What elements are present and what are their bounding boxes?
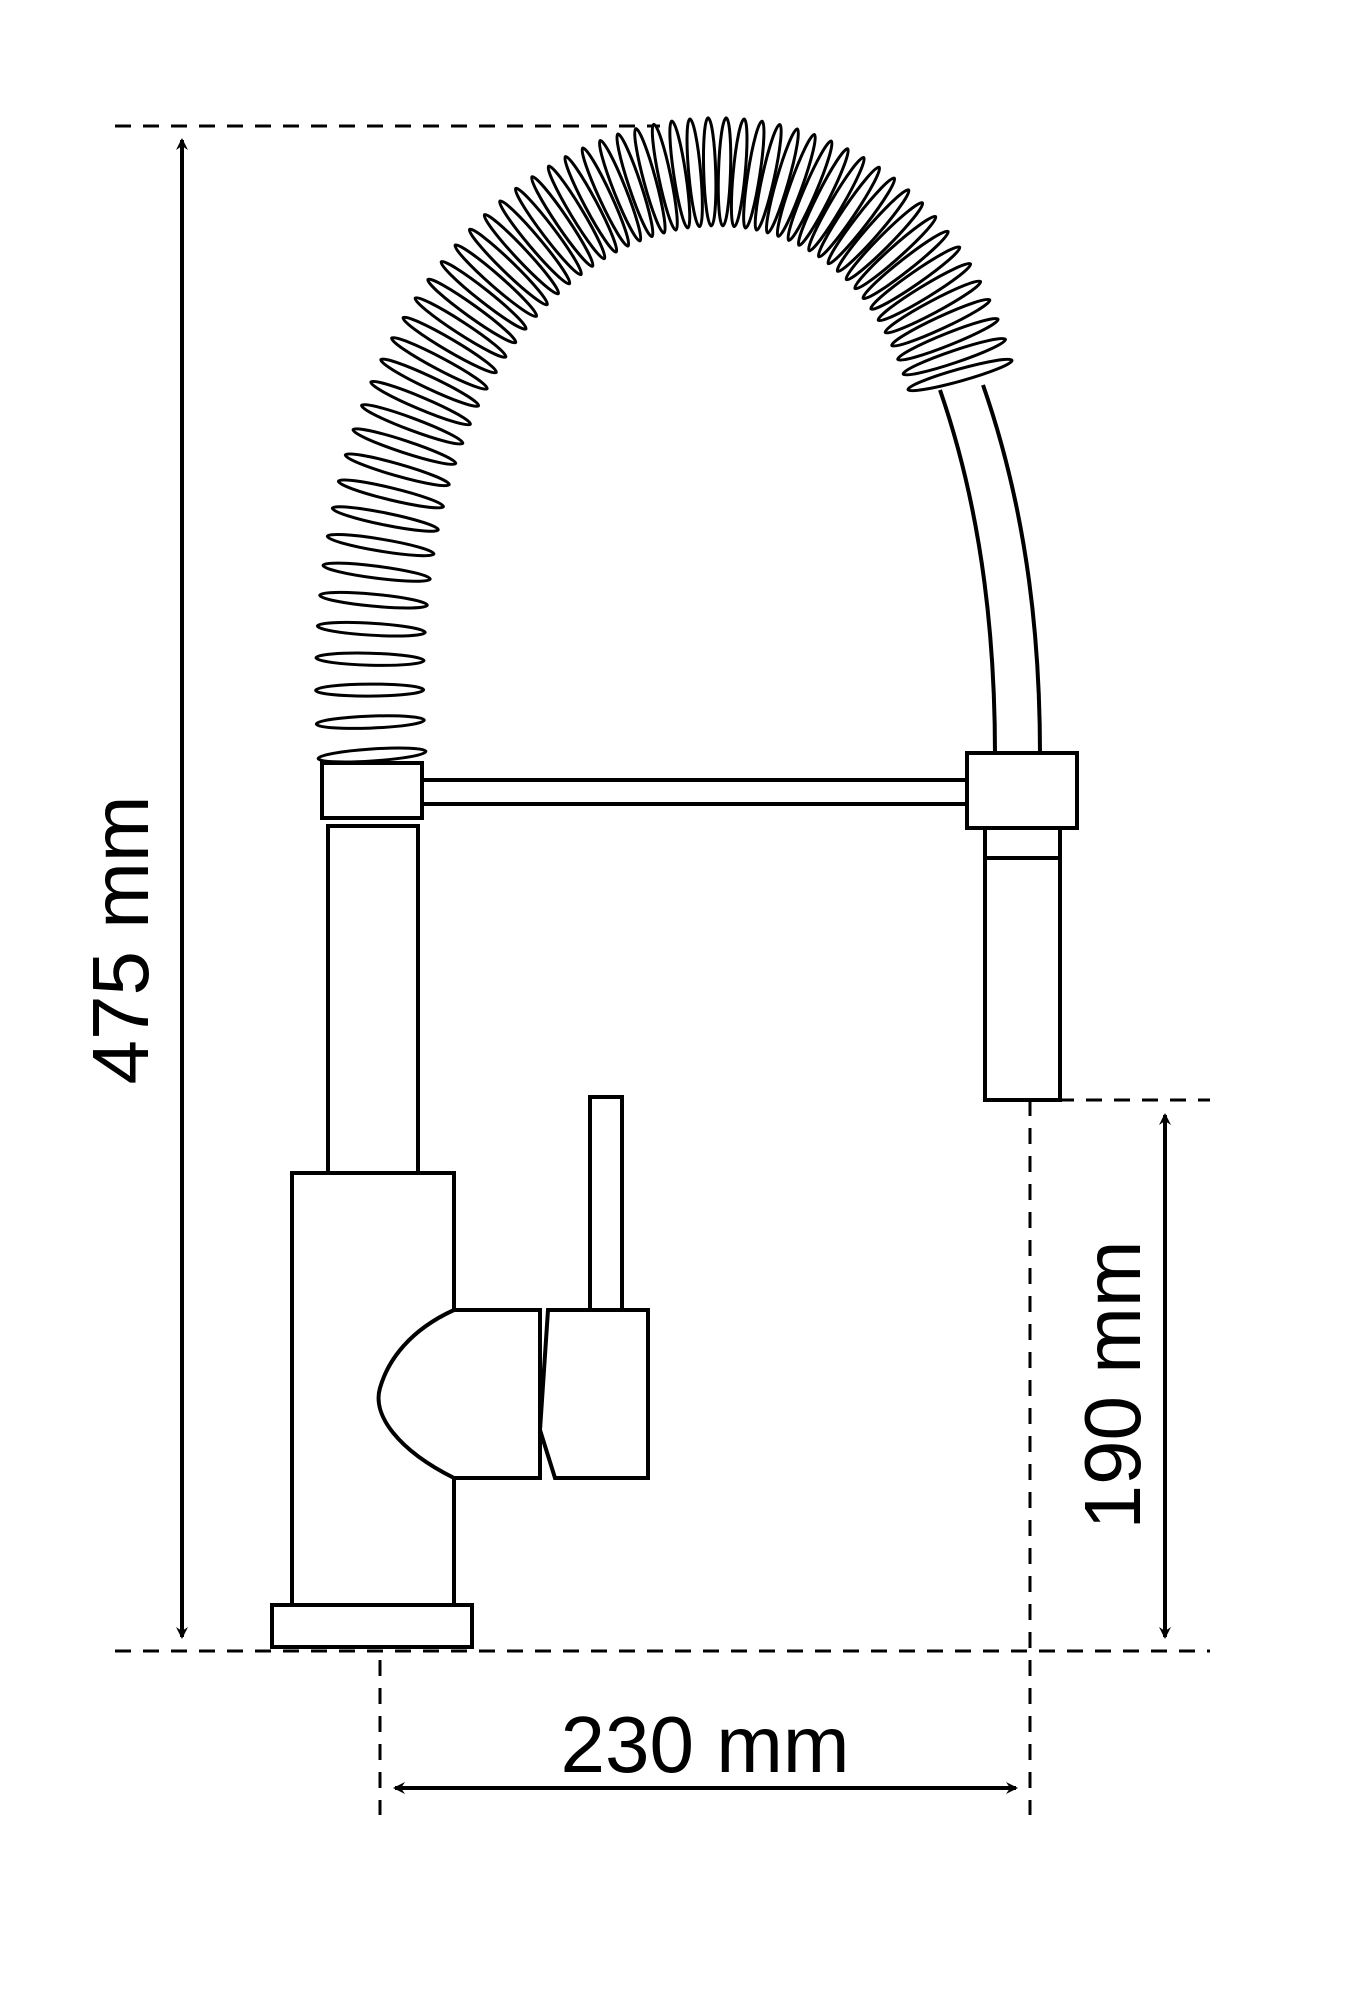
coil-loop (844, 201, 925, 282)
spring-coil (314, 116, 1014, 764)
coil-loop (775, 132, 817, 238)
column-collar (320, 761, 424, 820)
coil-loop (807, 155, 866, 253)
coil-loop (869, 245, 962, 311)
coil-loop (668, 119, 692, 230)
coil-loop (546, 164, 607, 261)
spout-bridge (420, 778, 969, 806)
coil-loop (426, 277, 518, 345)
lever-handle (588, 1095, 624, 1314)
coil-loop (530, 175, 595, 268)
coil-loop (482, 213, 561, 296)
coil-loop (318, 590, 429, 610)
coil-loop (360, 403, 465, 446)
coil-loop (701, 116, 718, 228)
coil-loop (315, 620, 427, 638)
reach-dimension-label: 230 mm (561, 1700, 850, 1789)
coil-loop (786, 139, 834, 242)
coil-loop (379, 357, 481, 408)
coil-loop (906, 357, 1014, 393)
coil-loop (513, 186, 583, 277)
coil-loop (453, 243, 539, 319)
coil-loop (861, 229, 950, 301)
valve-housing (376, 1308, 542, 1480)
coil-loop (343, 452, 451, 488)
coil-loop (369, 379, 472, 427)
coil-loop (716, 116, 733, 228)
coil-loop (685, 117, 704, 229)
coil-loop (633, 127, 667, 235)
mounting-base (270, 1603, 474, 1649)
faucet (270, 751, 1079, 1649)
coil-loop (883, 279, 983, 335)
coil-loop (325, 532, 436, 558)
coil-loop (742, 119, 766, 230)
coil-loop (563, 155, 619, 254)
coil-loop (835, 188, 911, 273)
coil-loop (316, 746, 428, 764)
spray-holder (965, 751, 1079, 830)
coil-loop (853, 214, 938, 291)
coil-loop (498, 199, 572, 286)
hose-guide-inner (981, 384, 1042, 756)
coil-loop (390, 336, 489, 391)
coil-loop (321, 561, 432, 583)
clearance-dimension-label: 190 mm (1068, 1241, 1157, 1530)
coil-loop (336, 478, 445, 510)
coil-loop (796, 147, 850, 247)
coil-loop (413, 296, 508, 359)
coil-loop (580, 146, 631, 248)
coil-loop (764, 127, 800, 235)
faucet-column (326, 824, 420, 1178)
coil-loop (314, 651, 426, 667)
height-dimension-label: 475 mm (76, 796, 165, 1085)
coil-loop (401, 315, 498, 375)
coil-loop (314, 682, 426, 698)
coil-loop (330, 505, 440, 533)
coil-loop (890, 297, 992, 348)
coil-loop (467, 227, 549, 307)
coil-loop (816, 165, 882, 259)
coil-loop (597, 138, 643, 243)
spray-head-collar (983, 826, 1062, 860)
coil-loop (753, 123, 783, 232)
coil-loop (351, 427, 458, 466)
coil-loop (729, 117, 749, 229)
spray-head (983, 856, 1062, 1102)
coil-loop (876, 262, 973, 323)
coil-loop (615, 132, 655, 239)
coil-loop (896, 316, 1000, 362)
lever-base (537, 1308, 650, 1480)
coil-loop (439, 260, 528, 331)
coil-loop (650, 122, 679, 232)
hose-guide-outer (938, 389, 997, 756)
coil-loop (901, 336, 1007, 377)
coil-loop (314, 714, 426, 730)
coil-loop (826, 176, 897, 266)
